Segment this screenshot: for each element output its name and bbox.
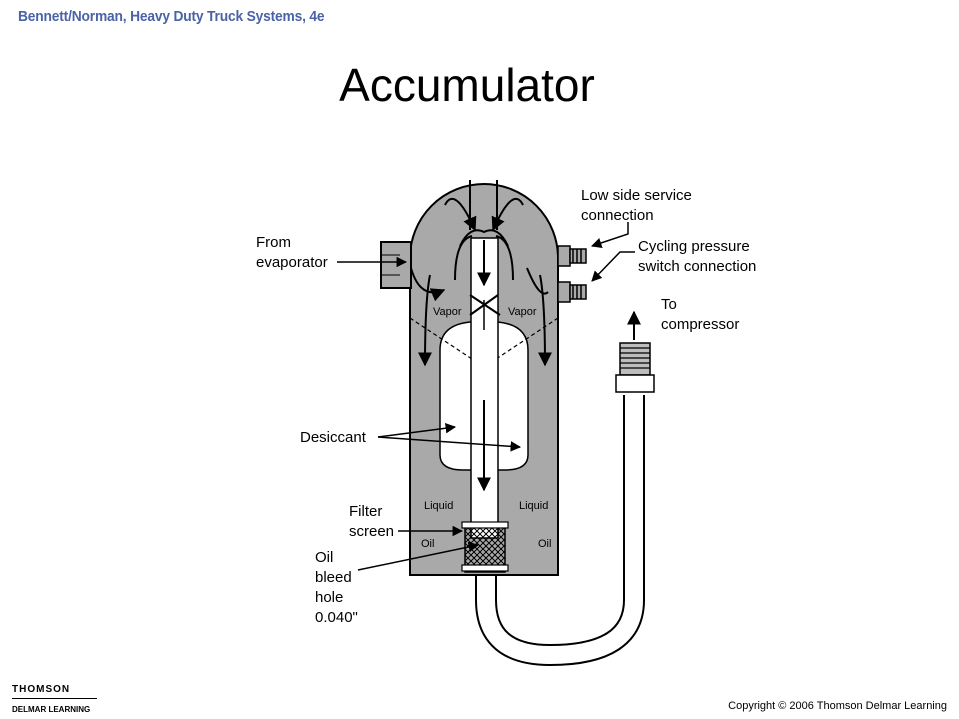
low-side-service-fitting — [557, 245, 587, 267]
liquid-left-label: Liquid — [424, 500, 454, 512]
copyright-notice: Copyright © 2006 Thomson Delmar Learning — [728, 700, 947, 712]
cycling-switch-fitting — [557, 281, 587, 303]
hose-fitting — [615, 342, 655, 393]
vapor-right-label: Vapor — [508, 306, 537, 318]
book-header: Bennett/Norman, Heavy Duty Truck Systems… — [18, 8, 325, 25]
inlet-fitting — [380, 241, 412, 289]
publisher-logo: THOMSON DELMAR LEARNING — [12, 684, 97, 714]
slide-title: Accumulator — [339, 59, 595, 111]
oil-left-label: Oil — [421, 538, 435, 550]
oil-right-label: Oil — [538, 538, 552, 550]
liquid-right-label: Liquid — [519, 500, 549, 512]
desiccant-label: Desiccant — [300, 429, 366, 446]
vapor-left-label: Vapor — [433, 306, 462, 318]
